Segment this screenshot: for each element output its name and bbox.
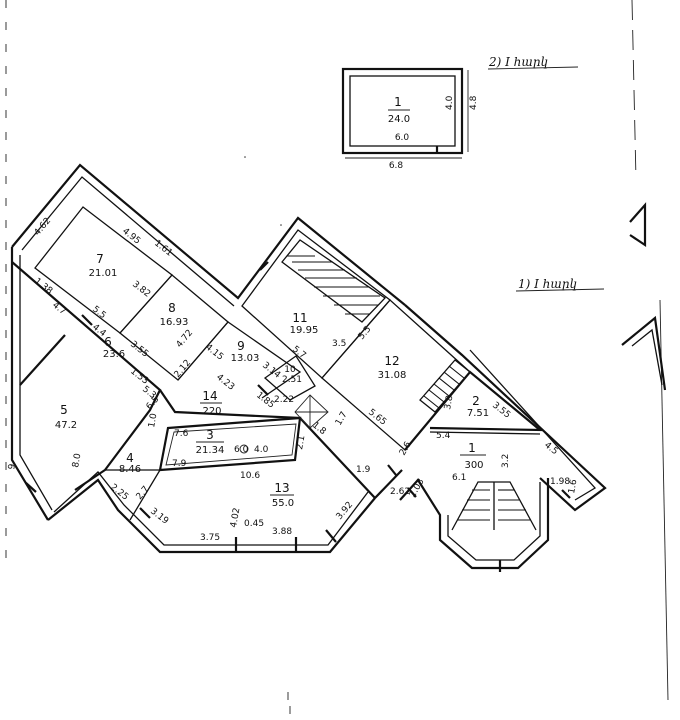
room-area: 31.08 [378,370,407,381]
dimension-label: 2.1 [295,435,307,451]
room-area: 55.0 [272,498,294,509]
svg-text:1) I hարկ: 1) I hարկ [518,277,577,291]
stray-marks [244,156,291,714]
dimension-label: 4.8 [469,95,479,110]
dimension-label: 4.7 [50,300,67,317]
dimension-label: 3.14 [260,360,282,380]
dimension-label: 5.5 [357,325,374,342]
floor-label-2: 2) I hարկ [487,55,579,70]
dimension-label: 7.6 [174,429,189,439]
floor-label-1: 1) I hարկ [515,277,605,292]
room-area: 7.51 [467,408,489,419]
dimension-label: 4.0 [445,95,455,110]
building-outline [10,163,607,570]
room-area: 2.51 [282,375,302,385]
room-number: 12 [384,354,399,368]
room-number: 1 [468,441,476,455]
room-number: 14 [202,389,217,403]
room-number: 10 [284,365,296,375]
room-number: 9 [237,339,245,353]
dimension-label: 4.0 [254,445,269,455]
room-number: 4 [126,451,134,465]
room-number: 7 [96,252,104,266]
room-number: 2 [472,394,480,408]
dimension-label: 3.75 [200,533,220,543]
room-area: 24.0 [388,114,410,125]
dimension-label: 1.85 [254,390,276,410]
dimension-label: 1.8 [310,420,328,437]
dimension-label: 0.45 [244,519,264,529]
room-number: 3 [206,428,214,442]
room-number: 6 [104,335,112,349]
dimension-label: 1.6 [567,478,579,494]
dimension-label: 7.9 [172,459,187,469]
room-number: 8 [168,301,176,315]
room-area: 19.95 [290,325,319,336]
room-area: 220 [202,406,221,417]
dimension-label: 3.19 [148,506,170,526]
svg-text:2) I hարկ: 2) I hարկ [488,55,548,69]
room-area: 23.6 [103,349,125,360]
room-labels: 7 21.01 8 16.93 6 23.6 5 47.2 9 13.03 10… [55,252,489,509]
room-number: 11 [292,311,307,325]
dimension-label: 1.0 [147,412,159,428]
room-area: 300 [464,460,483,471]
dimension-label: 2.12 [173,358,194,380]
stair-steps [419,359,471,413]
dimension-label: 8.0 [71,452,83,468]
interior-walls [11,206,544,521]
dimension-label: 6.8 [389,161,404,171]
room-area: 8.46 [119,464,141,475]
dimension-label: 6.0 [395,133,410,143]
dimension-label: 2.22 [274,395,294,405]
room-area: 47.2 [55,420,77,431]
adjacent-plan-fragment [621,202,667,391]
room-number: 1 [394,95,402,109]
opening-marks [25,261,571,572]
dimension-label: 1.98 [550,477,570,487]
dimension-label: 6.1 [452,473,466,483]
dimension-label: 1.7 [334,410,350,427]
second-floor-room [341,67,469,159]
room-number: 5 [60,403,68,417]
room-area: 16.93 [160,317,189,328]
dimension-label: 3.88 [272,527,292,537]
entrance-stairs [451,481,537,531]
page-edge-right [631,0,637,181]
dimension-label: 5.5 [90,304,107,321]
dimension-label: 3.5 [332,339,346,349]
dimension-label: 3.55 [128,339,150,359]
dimension-label: 2.62 [390,487,410,497]
dimension-label: 5.4 [436,431,451,441]
dimension-label: 1.9 [356,465,371,475]
stair-hatch [281,239,387,323]
dimension-label: 4.02 [229,507,242,528]
room-area: 13.03 [231,353,260,364]
dimension-label: 10.6 [240,471,260,481]
room-area: 21.34 [196,445,225,456]
dimension-label: 4.15 [203,342,225,362]
room-number: 13 [274,481,289,495]
column-marker [239,444,249,454]
room-area: 21.01 [89,268,118,279]
dimension-label: 3.8 [443,394,455,410]
dimension-label: 9 [7,463,18,471]
dimension-label: 6.0 [234,445,249,455]
dimension-label: 5.65 [366,407,388,427]
dimension-label: 3.92 [335,500,356,522]
dimension-label: 3.2 [501,454,511,468]
dimension-label: 3.82 [130,279,152,299]
dimension-label: 4.72 [175,328,196,350]
